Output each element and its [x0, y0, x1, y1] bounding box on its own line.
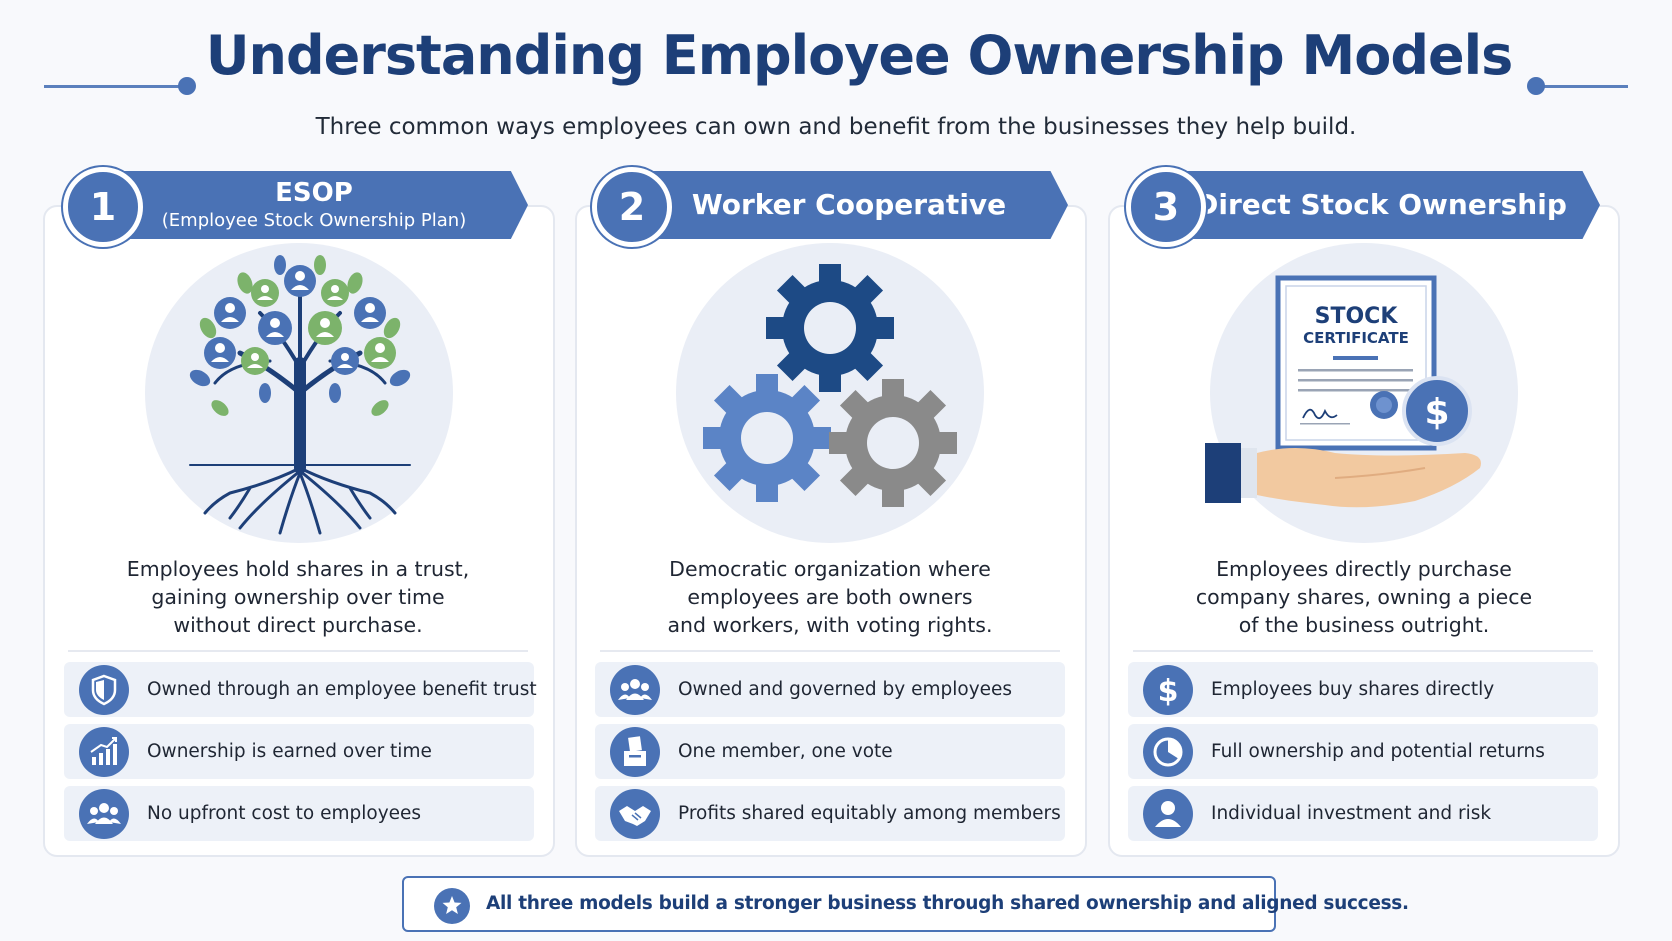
card-worker-coop-description: Democratic organization where employees … [667, 557, 993, 637]
feature-direct-risk: Individual investment and risk [1128, 786, 1598, 841]
card-esop-banner: ESOP (Employee Stock Ownership Plan) [100, 171, 528, 239]
feature-coop-governed: Owned and governed by employees [595, 662, 1065, 717]
card-direct-stock-divider [1133, 650, 1593, 652]
card-direct-stock-banner: Direct Stock Ownership [1162, 171, 1600, 239]
card-esop-divider [68, 650, 528, 652]
title-decor-dot-right [1527, 77, 1545, 95]
dollar-icon: $ [1143, 665, 1193, 715]
growth-chart-icon [79, 727, 129, 777]
feature-label: Individual investment and risk [1211, 803, 1492, 824]
svg-text:$: $ [1158, 674, 1179, 709]
group-icon [610, 665, 660, 715]
group-icon [79, 789, 129, 839]
shield-icon [79, 665, 129, 715]
feature-label: Owned through an employee benefit trust [147, 679, 537, 700]
card-direct-stock-title: Direct Stock Ownership [1195, 188, 1567, 221]
stock-certificate-icon: STOCK CERTIFICATE $ [1205, 275, 1481, 508]
feature-esop-earned: Ownership is earned over time [64, 724, 534, 779]
title-decor-line-right [1540, 85, 1628, 88]
title-row [0, 22, 1672, 112]
title-decor-dot-left [178, 77, 196, 95]
footer-banner: All three models build a stronger busine… [402, 876, 1409, 932]
tree-with-people-icon [189, 255, 411, 535]
card-worker-coop-number: 2 [592, 167, 672, 247]
card-direct-stock-number: 3 [1126, 167, 1206, 247]
feature-esop-no-cost: No upfront cost to employees [64, 786, 534, 841]
card-esop-subtitle: (Employee Stock Ownership Plan) [161, 210, 467, 231]
title-decor-line-left [44, 85, 184, 88]
gears-icon [703, 264, 957, 507]
footer-text: All three models build a stronger busine… [486, 893, 1409, 914]
page-title: Understanding Employee Ownership Models [205, 24, 1514, 87]
feature-label: One member, one vote [678, 741, 893, 762]
star-icon [434, 888, 470, 924]
certificate-line1: STOCK [1315, 304, 1399, 329]
page-subtitle: Three common ways employees can own and … [315, 114, 1357, 140]
feature-direct-returns: Full ownership and potential returns [1128, 724, 1598, 779]
card-esop-description: Employees hold shares in a trust, gainin… [126, 557, 470, 637]
person-icon [1143, 789, 1193, 839]
certificate-line2: CERTIFICATE [1303, 329, 1409, 347]
card-esop-title: ESOP [275, 178, 353, 208]
card-esop-number: 1 [63, 167, 143, 247]
feature-direct-buy: $ Employees buy shares directly [1128, 662, 1598, 717]
card-direct-stock-description: Employees directly purchase company shar… [1195, 557, 1533, 637]
feature-coop-vote: One member, one vote [595, 724, 1065, 779]
card-worker-coop-divider [600, 650, 1060, 652]
ballot-box-icon [610, 727, 660, 777]
feature-label: No upfront cost to employees [147, 803, 422, 824]
feature-label: Ownership is earned over time [147, 741, 432, 762]
feature-coop-profits: Profits shared equitably among members [595, 786, 1065, 841]
card-worker-coop-title: Worker Cooperative [691, 188, 1007, 221]
handshake-icon [610, 789, 660, 839]
coin-symbol: $ [1424, 392, 1449, 433]
feature-label: Employees buy shares directly [1211, 679, 1495, 700]
feature-esop-trust: Owned through an employee benefit trust [64, 662, 537, 717]
feature-label: Owned and governed by employees [678, 679, 1013, 700]
pie-chart-icon [1143, 727, 1193, 777]
card-worker-coop-banner: Worker Cooperative [630, 171, 1068, 239]
feature-label: Profits shared equitably among members [678, 803, 1061, 824]
feature-label: Full ownership and potential returns [1211, 741, 1545, 762]
